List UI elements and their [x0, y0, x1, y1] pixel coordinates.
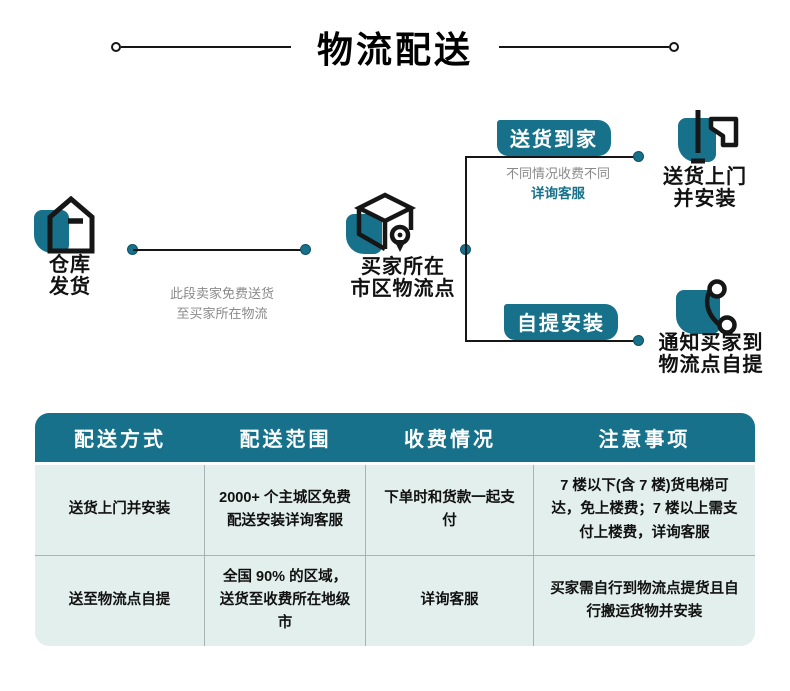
- self-pickup-badge: 自提安装: [504, 304, 618, 340]
- logistics-flow-diagram: 仓库 发货 此段卖家免费送货 至买家所在物流 买家所在 市区物流点 送货到家 不…: [0, 94, 790, 394]
- title-right-ring-icon: [669, 42, 679, 52]
- title-right-line: [499, 46, 669, 48]
- package-location-pin-icon: [346, 192, 422, 254]
- home-branch-line: [466, 156, 638, 158]
- table-header-row: 配送方式 配送范围 收费情况 注意事项: [35, 413, 755, 465]
- cell-fees: 下单时和货款一起支付: [366, 465, 534, 555]
- title-row: 物流配送: [0, 22, 790, 72]
- shipping-info-table: 配送方式 配送范围 收费情况 注意事项 送货上门并安装 2000+ 个主城区免费…: [35, 413, 755, 646]
- cell-notes: 7 楼以下(含 7 楼)货电梯可达，免上楼费；7 楼以上需支付上楼费，详询客服: [551, 478, 738, 541]
- pickup-result-label: 通知买家到 物流点自提: [658, 332, 764, 377]
- free-shipping-caption: 此段卖家免费送货 至买家所在物流: [169, 286, 274, 322]
- column-header-range: 配送范围: [239, 429, 332, 451]
- home-result-label: 送货上门 并安装: [663, 166, 747, 211]
- pickup-branch-line: [466, 340, 638, 342]
- connector-line-1: [133, 249, 305, 251]
- cell-range: 2000+ 个主城区免费配送安装详询客服: [205, 465, 367, 555]
- connector-dot: [633, 151, 644, 162]
- table-row: 送至物流点自提 全国 90% 的区域，送货至收费所在地级市 详询客服 买家需自行…: [35, 555, 755, 646]
- home-delivery-badge: 送货到家: [497, 120, 611, 156]
- table-row: 送货上门并安装 2000+ 个主城区免费配送安装详询客服 下单时和货款一起支付 …: [35, 465, 755, 555]
- title-left-line: [120, 46, 291, 48]
- title-left-ring-icon: [110, 42, 121, 52]
- fee-note: 不同情况收费不同 详询客服: [478, 165, 638, 203]
- page-title: 物流配送: [316, 29, 473, 70]
- table-body: 送货上门并安装 2000+ 个主城区免费配送安装详询客服 下单时和货款一起支付 …: [35, 465, 755, 646]
- midpoint-node-label: 买家所在 市区物流点: [350, 256, 456, 301]
- branch-vertical-line: [465, 156, 467, 342]
- column-header-fees: 收费情况: [404, 429, 497, 451]
- cell-range: 全国 90% 的区域，送货至收费所在地级市: [205, 556, 367, 646]
- cell-method: 送至物流点自提: [35, 556, 205, 646]
- column-header-method: 配送方式: [73, 429, 166, 451]
- cell-method: 送货上门并安装: [35, 465, 205, 555]
- phone-handset-icon: [676, 278, 744, 338]
- warehouse-node-label: 仓库 发货: [49, 254, 91, 299]
- house-icon: [34, 196, 96, 254]
- column-header-notes: 注意事项: [598, 429, 691, 451]
- drill-icon: [676, 108, 742, 170]
- connector-dot: [300, 244, 311, 255]
- contact-service-link: 详询客服: [531, 185, 585, 201]
- connector-dot: [633, 335, 644, 346]
- cell-fees: 详询客服: [366, 556, 534, 646]
- cell-notes: 买家需自行到物流点提货且自行搬运货物并安装: [550, 580, 739, 620]
